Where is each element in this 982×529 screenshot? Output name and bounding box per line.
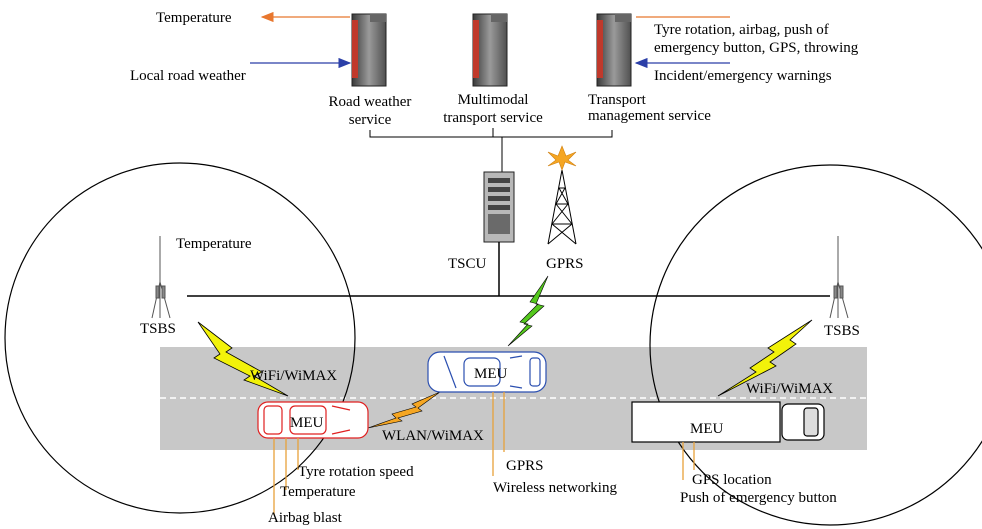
- tsbs-left-coverage: [4, 162, 356, 514]
- truck-sensor-1: GPS location: [692, 472, 772, 488]
- blue-car: [427, 351, 547, 393]
- local-road-weather-label: Local road weather: [130, 68, 246, 84]
- red-car: [257, 401, 369, 439]
- transport-mgmt-label-1: Transport: [588, 92, 647, 108]
- tsbs-left-sensor-label: Temperature: [176, 236, 252, 252]
- multimodal-server: [472, 13, 508, 87]
- transport-mgmt-server: [596, 13, 632, 87]
- tsbs-right-label: TSBS: [824, 323, 860, 339]
- temperature-out-label: Temperature: [156, 10, 232, 26]
- gprs-signal-icon: [547, 145, 577, 171]
- red-car-sensor-lines: [273, 438, 299, 515]
- tsbs-left-antenna: [151, 236, 171, 319]
- wifi-left-lightning-icon: [197, 321, 289, 397]
- gprs-tower-label: GPRS: [546, 256, 584, 272]
- blue-car-meu: MEU: [474, 366, 508, 382]
- gprs-lightning-icon: [507, 275, 549, 347]
- blue-car-sensor-lines: [492, 392, 505, 476]
- truck-sensor-lines: [682, 442, 695, 480]
- road-weather-label-1: Road weather: [329, 94, 412, 110]
- tsbs-right-antenna: [829, 236, 849, 319]
- truck: [631, 401, 825, 443]
- blue-car-sensor-1: GPRS: [506, 458, 544, 474]
- wifi-right-lightning-icon: [717, 319, 813, 397]
- truck-meu: MEU: [690, 421, 724, 437]
- road-weather-label-2: service: [349, 112, 392, 128]
- transport-mgmt-label-2: management service: [588, 108, 711, 124]
- tsbs-right-coverage: [649, 164, 982, 526]
- red-car-meu: MEU: [290, 415, 324, 431]
- gprs-tower: [547, 169, 577, 245]
- red-car-sensor-2: Temperature: [280, 484, 356, 500]
- wifi-left-label: WiFi/WiMAX: [250, 368, 337, 384]
- service-bus: [369, 130, 613, 138]
- truck-sensor-2: Push of emergency button: [680, 490, 837, 506]
- vehicle-data-label-1: Tyre rotation, airbag, push of: [654, 22, 829, 38]
- tscu-label: TSCU: [448, 256, 487, 272]
- multimodal-label-2: transport service: [443, 110, 543, 126]
- multimodal-label-1: Multimodal: [458, 92, 529, 108]
- incident-warnings-label: Incident/emergency warnings: [654, 68, 832, 84]
- tsbs-left-label: TSBS: [140, 321, 176, 337]
- wlan-label: WLAN/WiMAX: [382, 428, 484, 444]
- tscu-server: [483, 171, 515, 243]
- road-weather-server: [351, 13, 387, 87]
- red-car-sensor-1: Tyre rotation speed: [298, 464, 414, 480]
- vehicle-data-label-2: emergency button, GPS, throwing: [654, 40, 859, 56]
- red-car-sensor-3: Airbag blast: [268, 510, 343, 526]
- wifi-right-label: WiFi/WiMAX: [746, 381, 833, 397]
- blue-car-sensor-2: Wireless networking: [493, 480, 617, 496]
